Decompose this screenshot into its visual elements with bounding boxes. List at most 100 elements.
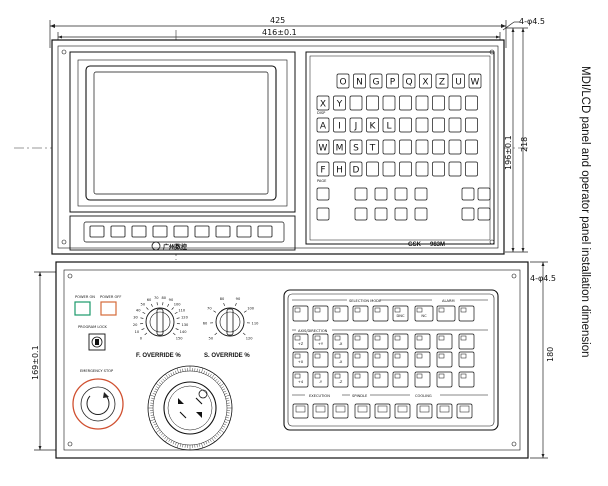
soft-key-1[interactable] — [89, 225, 105, 238]
operator-key[interactable] — [414, 333, 431, 350]
operator-key[interactable] — [312, 403, 329, 419]
operator-key[interactable] — [374, 403, 391, 419]
mdi-key[interactable] — [415, 139, 429, 155]
mdi-nav-key[interactable] — [394, 207, 408, 221]
soft-key-4[interactable] — [152, 225, 168, 238]
operator-key[interactable] — [414, 371, 431, 388]
mdi-key[interactable]: G — [369, 73, 383, 89]
mdi-key[interactable]: D — [349, 161, 363, 177]
operator-key[interactable] — [436, 305, 456, 322]
mdi-key[interactable]: T — [366, 139, 379, 155]
mdi-key[interactable]: A — [316, 117, 330, 133]
mdi-key[interactable]: P — [386, 73, 399, 89]
operator-key[interactable] — [372, 333, 389, 350]
mdi-key[interactable] — [432, 161, 445, 177]
operator-key[interactable] — [456, 403, 473, 419]
mdi-nav-key[interactable] — [461, 207, 475, 221]
mdi-key[interactable]: F — [316, 161, 330, 177]
mdi-key[interactable] — [399, 95, 412, 111]
mdi-key[interactable] — [399, 117, 412, 133]
emergency-stop-button[interactable] — [72, 378, 124, 430]
spindle-override-knob[interactable] — [215, 307, 245, 337]
soft-key-3[interactable] — [131, 225, 147, 238]
mdi-nav-key[interactable] — [354, 187, 368, 201]
mdi-key[interactable]: I — [333, 117, 346, 133]
mdi-nav-key[interactable] — [374, 207, 388, 221]
operator-key[interactable] — [332, 403, 349, 419]
mdi-key[interactable]: K — [366, 117, 379, 133]
operator-key[interactable] — [372, 371, 389, 388]
mdi-key[interactable]: S — [349, 139, 363, 155]
program-lock-key[interactable] — [88, 333, 106, 351]
soft-key-5[interactable] — [173, 225, 189, 238]
mdi-key[interactable] — [448, 139, 462, 155]
operator-key[interactable] — [394, 403, 411, 419]
mdi-key[interactable]: H — [333, 161, 346, 177]
mdi-nav-key[interactable] — [374, 187, 388, 201]
operator-key[interactable]: +X — [292, 351, 309, 368]
mdi-key[interactable] — [448, 161, 462, 177]
operator-key[interactable] — [292, 403, 309, 419]
operator-key[interactable] — [372, 351, 389, 368]
mdi-key[interactable]: Q — [402, 73, 416, 89]
mdi-key[interactable]: Z — [435, 73, 449, 89]
operator-key[interactable]: +Z — [292, 333, 309, 350]
mdi-key[interactable] — [415, 161, 429, 177]
operator-key[interactable] — [416, 403, 433, 419]
operator-key[interactable]: -Y — [312, 371, 329, 388]
mdi-key[interactable]: X — [419, 73, 432, 89]
mdi-key[interactable] — [349, 95, 363, 111]
operator-key[interactable] — [372, 305, 389, 322]
mdi-key[interactable]: W — [468, 73, 482, 89]
mdi-nav-key[interactable] — [354, 207, 368, 221]
soft-key-6[interactable] — [194, 225, 210, 238]
mdi-key[interactable]: J — [349, 117, 363, 133]
power-off-button[interactable] — [100, 301, 117, 316]
operator-key[interactable] — [312, 305, 329, 322]
operator-key[interactable] — [458, 305, 475, 322]
operator-key[interactable] — [352, 333, 369, 350]
mdi-key[interactable]: M — [333, 139, 346, 155]
operator-key[interactable] — [458, 333, 475, 350]
operator-key[interactable]: NC — [414, 305, 434, 322]
mdi-nav-key[interactable] — [477, 187, 491, 201]
operator-key[interactable]: +Y — [312, 333, 329, 350]
mdi-nav-key[interactable] — [414, 207, 428, 221]
mdi-key[interactable]: N — [353, 73, 366, 89]
operator-key[interactable] — [436, 403, 453, 419]
mdi-key[interactable]: O — [336, 73, 350, 89]
soft-key-2[interactable] — [110, 225, 126, 238]
operator-key[interactable]: -X — [332, 351, 349, 368]
mdi-key[interactable]: L — [382, 117, 396, 133]
mdi-key[interactable] — [415, 95, 429, 111]
feed-override-knob[interactable] — [145, 307, 175, 337]
operator-key[interactable] — [352, 305, 369, 322]
operator-key[interactable] — [312, 351, 329, 368]
mdi-key[interactable] — [415, 117, 429, 133]
mdi-key[interactable] — [432, 139, 445, 155]
mdi-nav-key[interactable] — [477, 207, 491, 221]
soft-key-9[interactable] — [257, 225, 273, 238]
mdi-key[interactable] — [432, 95, 445, 111]
mdi-nav-key[interactable] — [316, 187, 330, 201]
soft-key-8[interactable] — [236, 225, 252, 238]
operator-key[interactable]: -X — [332, 333, 349, 350]
operator-key[interactable]: DNC — [392, 305, 409, 322]
operator-key[interactable]: +4 — [292, 371, 309, 388]
mdi-nav-key[interactable] — [414, 187, 428, 201]
mdi-key[interactable] — [382, 161, 396, 177]
mdi-nav-key[interactable] — [316, 207, 330, 221]
mdi-key[interactable] — [465, 161, 478, 177]
mdi-key[interactable] — [399, 139, 412, 155]
operator-key[interactable] — [392, 333, 409, 350]
power-on-button[interactable] — [74, 301, 91, 316]
operator-key[interactable] — [392, 371, 409, 388]
operator-key[interactable] — [352, 351, 369, 368]
mdi-nav-key[interactable] — [394, 187, 408, 201]
operator-key[interactable] — [436, 351, 453, 368]
soft-key-7[interactable] — [215, 225, 231, 238]
mdi-key[interactable] — [366, 161, 379, 177]
mdi-key[interactable] — [382, 139, 396, 155]
mdi-key[interactable] — [465, 95, 478, 111]
operator-key[interactable] — [292, 305, 309, 322]
